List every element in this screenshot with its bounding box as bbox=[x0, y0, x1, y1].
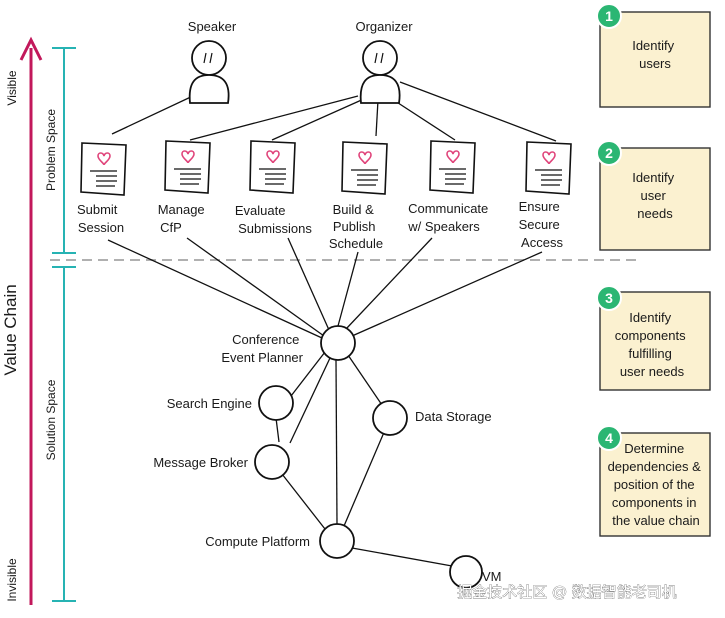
search-engine-node bbox=[258, 385, 294, 421]
user-need-links bbox=[111, 81, 557, 142]
speaker-person-icon bbox=[188, 40, 230, 104]
step-note-1: 1 Identify users bbox=[596, 3, 711, 108]
problem-space-label: Problem Space bbox=[44, 109, 58, 191]
organizer-person-icon bbox=[359, 40, 401, 104]
component-data-storage: Data Storage bbox=[372, 400, 492, 436]
need-build-publish-schedule: Build & Publish Schedule bbox=[329, 141, 388, 251]
note-4-badge bbox=[596, 425, 622, 451]
user-label-speaker: Speaker bbox=[188, 19, 237, 34]
component-search-engine: Search Engine bbox=[167, 385, 294, 421]
step-note-3: 3 Identify components fulfilling user ne… bbox=[596, 285, 711, 391]
build-publish-schedule-document-icon bbox=[341, 141, 388, 195]
message-broker-node bbox=[254, 444, 290, 480]
axis-title: Value Chain bbox=[1, 284, 20, 375]
note-1-number: 1 bbox=[605, 8, 613, 24]
component-message-broker: Message Broker bbox=[153, 444, 290, 480]
note-4-text: Determine dependencies & position of the… bbox=[608, 441, 705, 528]
communicate-document-icon bbox=[429, 140, 476, 194]
component-label-compute-platform: Compute Platform bbox=[205, 534, 310, 549]
note-2-number: 2 bbox=[605, 145, 613, 161]
need-ensure-secure-access: Ensure Secure Access bbox=[519, 141, 572, 250]
need-communicate-with-speakers: Communicate w/ Speakers bbox=[407, 140, 492, 234]
component-vm: VM bbox=[449, 555, 502, 589]
need-submit-session: Submit Session bbox=[77, 142, 127, 235]
value-chain-axis: Value Chain Visible Invisible bbox=[1, 36, 43, 605]
need-label-communicate: Communicate w/ Speakers bbox=[407, 201, 492, 234]
note-1-badge bbox=[596, 3, 622, 29]
note-4-number: 4 bbox=[605, 430, 613, 446]
need-component-links bbox=[107, 237, 543, 339]
component-dependency-links bbox=[275, 351, 453, 567]
need-label-secure-access: Ensure Secure Access bbox=[519, 199, 564, 250]
component-label-data-storage: Data Storage bbox=[415, 409, 492, 424]
user-label-organizer: Organizer bbox=[355, 19, 413, 34]
need-label-build-publish-schedule: Build & Publish Schedule bbox=[329, 202, 383, 251]
secure-access-document-icon bbox=[525, 141, 572, 195]
axis-top-label: Visible bbox=[5, 70, 19, 105]
user-speaker: Speaker bbox=[188, 19, 237, 104]
manage-cfp-document-icon bbox=[164, 140, 211, 194]
note-3-badge bbox=[596, 285, 622, 311]
note-2-card bbox=[599, 147, 711, 251]
component-label-vm: VM bbox=[482, 569, 502, 584]
solution-space-label: Solution Space bbox=[44, 379, 58, 460]
note-1-card bbox=[599, 11, 711, 108]
watermark-text: 掘金技术社区 @ 数据智能老司机 bbox=[457, 583, 677, 601]
note-1-text: Identify users bbox=[632, 38, 678, 71]
need-label-evaluate-submissions: Evaluate Submissions bbox=[235, 203, 312, 236]
note-3-text: Identify components fulfilling user need… bbox=[615, 310, 689, 379]
note-2-text: Identify user needs bbox=[632, 170, 678, 221]
data-storage-node bbox=[372, 400, 408, 436]
need-label-manage-cfp: Manage CfP bbox=[158, 202, 209, 235]
compute-platform-node bbox=[319, 523, 355, 559]
note-4-card bbox=[599, 432, 711, 537]
need-label-submit-session: Submit Session bbox=[77, 202, 124, 235]
evaluate-submissions-document-icon bbox=[249, 140, 296, 194]
component-compute-platform: Compute Platform bbox=[205, 523, 355, 559]
submit-session-document-icon bbox=[80, 142, 127, 196]
component-conference-event-planner: Conference Event Planner bbox=[221, 325, 356, 365]
axis-bottom-label: Invisible bbox=[5, 558, 19, 602]
component-label-search-engine: Search Engine bbox=[167, 396, 252, 411]
vm-node bbox=[449, 555, 483, 589]
planner-node bbox=[320, 325, 356, 361]
need-evaluate-submissions: Evaluate Submissions bbox=[235, 140, 312, 236]
note-3-number: 3 bbox=[605, 290, 613, 306]
note-2-badge bbox=[596, 140, 622, 166]
need-manage-cfp: Manage CfP bbox=[158, 140, 211, 235]
user-organizer: Organizer bbox=[355, 19, 413, 104]
note-3-card bbox=[599, 291, 711, 391]
step-note-2: 2 Identify user needs bbox=[596, 140, 711, 251]
space-brackets bbox=[52, 47, 76, 602]
component-label-message-broker: Message Broker bbox=[153, 455, 248, 470]
step-note-4: 4 Determine dependencies & position of t… bbox=[596, 425, 711, 537]
component-label-planner: Conference Event Planner bbox=[221, 332, 303, 365]
